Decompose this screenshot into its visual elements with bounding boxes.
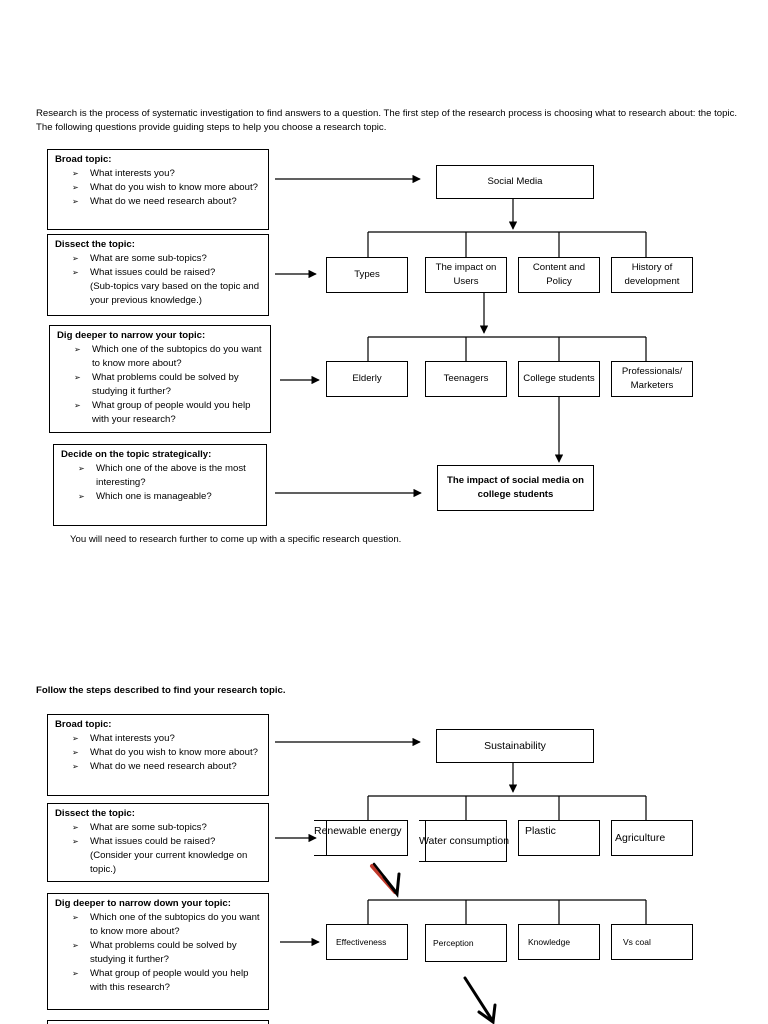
subtopic-node: Plastic — [518, 820, 600, 856]
hand-drawn-arrow — [463, 976, 497, 1024]
dig-deeper-title: Dig deeper to narrow your topic: — [57, 330, 206, 341]
arrow-bullet-icon: ➢ — [78, 464, 85, 473]
list-item: ➢What group of people would you help wit… — [74, 400, 251, 425]
dissect-topic-title: Dissect the topic: — [55, 239, 135, 250]
list-item: ➢What issues could be raised? — [72, 267, 216, 278]
list-item: ➢Which one of the above is the most inte… — [78, 463, 246, 488]
list-item: ➢What problems could be solved by studyi… — [72, 940, 237, 965]
final-topic-node: The impact of social media on college st… — [437, 465, 594, 511]
arrow-bullet-icon: ➢ — [72, 254, 79, 263]
arrow-bullet-icon: ➢ — [72, 941, 79, 950]
hand-drawn-arrow — [370, 862, 401, 898]
subtopic-node: The impact on Users — [425, 257, 507, 293]
group-node: Professionals/ Marketers — [611, 361, 693, 397]
dissect-note: (Sub-topics vary based on the topic and … — [90, 281, 260, 306]
dig-deeper-box: Dig deeper to narrow your topic: ➢Which … — [49, 325, 271, 433]
subtopic-node: History of development — [611, 257, 693, 293]
arrow-bullet-icon: ➢ — [74, 345, 81, 354]
list-item: ➢Which one of the subtopics do you want … — [74, 344, 262, 369]
narrow-node: Perception — [425, 924, 507, 962]
subtopic-node: Types — [326, 257, 408, 293]
arrow-bullet-icon: ➢ — [74, 401, 81, 410]
subtopic-node: Agriculture — [611, 820, 693, 856]
next-step-box — [47, 1020, 269, 1024]
subtopic-node-frame — [425, 820, 507, 862]
arrow-bullet-icon: ➢ — [72, 268, 79, 277]
list-item: ➢What issues could be raised? — [72, 836, 216, 847]
list-item: ➢What group of people would you help wit… — [72, 968, 249, 993]
decide-topic-title: Decide on the topic strategically: — [61, 449, 212, 460]
root-node: Sustainability — [436, 729, 594, 763]
list-item: ➢What are some sub-topics? — [72, 822, 207, 833]
arrow-bullet-icon: ➢ — [72, 183, 79, 192]
broad-topic-title: Broad topic: — [55, 154, 112, 165]
dig-deeper-title: Dig deeper to narrow down your topic: — [55, 898, 231, 909]
subtopic-node-frame — [326, 820, 408, 856]
list-item: ➢Which one is manageable? — [78, 491, 212, 502]
list-item: ➢What do we need research about? — [72, 196, 237, 207]
dig-deeper-box: Dig deeper to narrow down your topic: ➢W… — [47, 893, 269, 1010]
arrow-bullet-icon: ➢ — [72, 748, 79, 757]
broad-topic-title: Broad topic: — [55, 719, 112, 730]
footnote: You will need to research further to com… — [70, 534, 402, 545]
arrow-bullet-icon: ➢ — [74, 373, 81, 382]
broad-topic-box: Broad topic: ➢What interests you? ➢What … — [47, 149, 269, 230]
arrow-bullet-icon: ➢ — [72, 762, 79, 771]
list-item: ➢What are some sub-topics? — [72, 253, 207, 264]
section-title: Follow the steps described to find your … — [36, 685, 286, 696]
list-item: ➢What do we need research about? — [72, 761, 237, 772]
group-node: College students — [518, 361, 600, 397]
root-node: Social Media — [436, 165, 594, 199]
arrow-bullet-icon: ➢ — [72, 913, 79, 922]
narrow-node: Knowledge — [518, 924, 600, 960]
arrow-bullet-icon: ➢ — [78, 492, 85, 501]
broad-topic-box: Broad topic: ➢What interests you? ➢What … — [47, 714, 269, 796]
arrow-bullet-icon: ➢ — [72, 169, 79, 178]
dissect-note: (Consider your current knowledge on topi… — [90, 850, 248, 875]
arrow-bullet-icon: ➢ — [72, 969, 79, 978]
dissect-topic-title: Dissect the topic: — [55, 808, 135, 819]
arrow-bullet-icon: ➢ — [72, 837, 79, 846]
arrow-bullet-icon: ➢ — [72, 734, 79, 743]
narrow-node: Effectiveness — [326, 924, 408, 960]
list-item: ➢Which one of the subtopics do you want … — [72, 912, 260, 937]
dissect-topic-box: Dissect the topic: ➢What are some sub-to… — [47, 234, 269, 316]
subtopic-node: Water consumption — [419, 820, 509, 862]
intro-paragraph: Research is the process of systematic in… — [36, 108, 738, 133]
list-item: ➢What interests you? — [72, 733, 175, 744]
narrow-node: Vs coal — [611, 924, 693, 960]
arrow-bullet-icon: ➢ — [72, 197, 79, 206]
list-item: ➢What problems could be solved by studyi… — [74, 372, 239, 397]
group-node: Teenagers — [425, 361, 507, 397]
list-item: ➢What interests you? — [72, 168, 175, 179]
list-item: ➢What do you wish to know more about? — [72, 182, 258, 193]
dissect-topic-box: Dissect the topic: ➢What are some sub-to… — [47, 803, 269, 882]
list-item: ➢What do you wish to know more about? — [72, 747, 258, 758]
subtopic-node: Content and Policy — [518, 257, 600, 293]
decide-topic-box: Decide on the topic strategically: ➢Whic… — [53, 444, 267, 526]
group-node: Elderly — [326, 361, 408, 397]
arrow-bullet-icon: ➢ — [72, 823, 79, 832]
